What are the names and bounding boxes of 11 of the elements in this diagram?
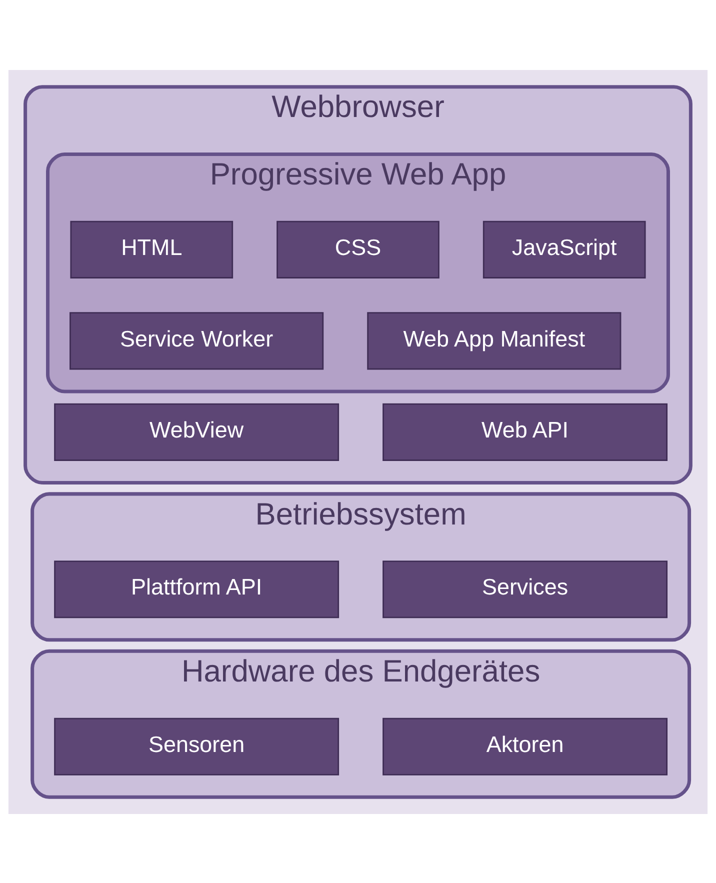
node-box: HTML (70, 220, 234, 278)
node-box: Web App Manifest (367, 312, 622, 370)
node-box: Plattform API (54, 560, 340, 618)
node-box: Service Worker (70, 312, 324, 370)
node-box: CSS (276, 220, 440, 278)
node-box: WebView (54, 402, 340, 460)
node-box: Sensoren (54, 717, 340, 775)
node-box: Services (382, 560, 668, 618)
node-box: JavaScript (482, 220, 646, 278)
node-box: Aktoren (382, 717, 668, 775)
node-box: Web API (382, 402, 668, 460)
